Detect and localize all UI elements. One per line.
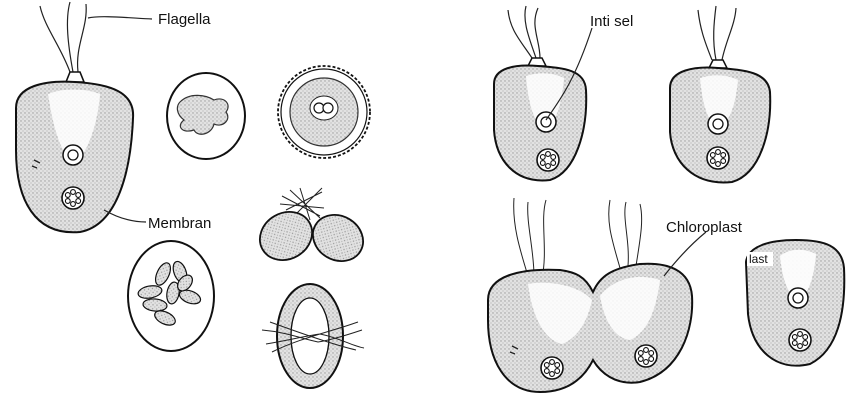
spore-cluster-cell [128, 241, 214, 351]
dividing-cell [488, 198, 692, 392]
main-cell-pyrenoid [62, 187, 84, 209]
zygote-cell [262, 284, 364, 388]
right-top-cell-1 [494, 6, 586, 180]
main-cell-nucleus [63, 145, 83, 165]
main-cell-flagella [40, 2, 86, 72]
spiky-cyst [278, 66, 370, 158]
partial-label: last [749, 252, 768, 266]
inti-sel-label: Inti sel [590, 13, 633, 30]
right-top-cell-2 [670, 6, 770, 182]
flagella-pointer-line [88, 17, 152, 19]
oval-cell-squiggle [167, 73, 245, 159]
chloroplast-label: Chloroplast [666, 219, 743, 236]
membran-label: Membran [148, 215, 211, 232]
flagella-label: Flagella [158, 11, 211, 28]
main-cell [16, 2, 133, 232]
gamete-pair [251, 188, 371, 270]
